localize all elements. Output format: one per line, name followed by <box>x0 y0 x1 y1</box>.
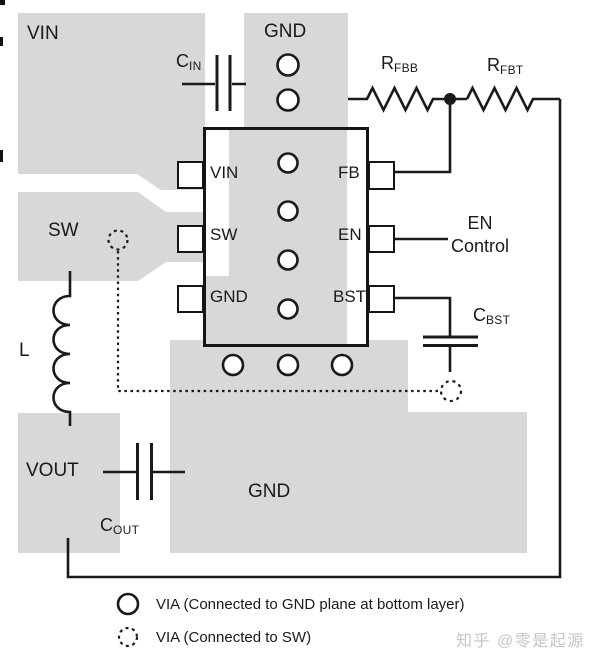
scan-artifact <box>0 150 3 162</box>
pin-label-fb: FB <box>338 163 360 182</box>
pin-label-gnd: GND <box>210 287 248 306</box>
rfbt-label: RFBT <box>487 55 524 77</box>
cbst-label: CBST <box>473 305 511 327</box>
en-control-annotation: EN Control <box>440 212 520 258</box>
fb-pin-trace <box>395 99 452 174</box>
ic-pin-sw <box>177 225 204 253</box>
gnd-top-plane-label: GND <box>264 21 307 42</box>
ic-pin-vin <box>177 161 204 189</box>
en-control-line2: Control <box>450 236 510 256</box>
cbst-capacitor-icon <box>423 335 478 372</box>
legend-via-sw-icon <box>117 626 139 648</box>
gnd-bottom-plane <box>170 340 527 553</box>
gnd-bottom-plane-label: GND <box>248 481 291 502</box>
vin-plane-label: VIN <box>27 23 59 44</box>
legend-gnd-via-text: VIA (Connected to GND plane at bottom la… <box>156 596 465 613</box>
sw-plane-label: SW <box>48 220 79 241</box>
pin-label-bst: BST <box>333 287 367 306</box>
via-sw-icon <box>439 379 463 403</box>
ic-pin-en <box>368 225 395 253</box>
vout-plane-label: VOUT <box>26 460 79 481</box>
rfbt-resistor-icon <box>465 85 560 113</box>
legend-sw-via-text: VIA (Connected to SW) <box>156 629 312 646</box>
bst-pin-trace <box>395 296 452 337</box>
ic-pin-fb <box>368 161 395 190</box>
pin-label-vin: VIN <box>210 163 239 182</box>
ic-pin-gnd <box>177 285 204 313</box>
scan-artifact <box>0 0 5 5</box>
scan-artifact <box>0 37 3 46</box>
legend-via-gnd-icon <box>116 592 140 616</box>
inductor-icon <box>52 271 72 426</box>
sw-plane <box>18 192 203 281</box>
inductor-label: L <box>19 340 30 361</box>
ic-clearance-left <box>206 130 229 276</box>
watermark: 知乎 @零是起源 <box>456 633 585 650</box>
ic-pin-bst <box>368 285 395 313</box>
cout-label: COUT <box>100 515 140 537</box>
junction-dot <box>444 93 456 105</box>
pin-label-en: EN <box>338 225 362 244</box>
en-control-line1: EN <box>467 213 493 233</box>
rfbb-label: RFBB <box>381 53 419 75</box>
cin-label: CIN <box>176 51 202 73</box>
pin-label-sw: SW <box>210 225 238 244</box>
rfbb-resistor-icon <box>348 85 467 113</box>
